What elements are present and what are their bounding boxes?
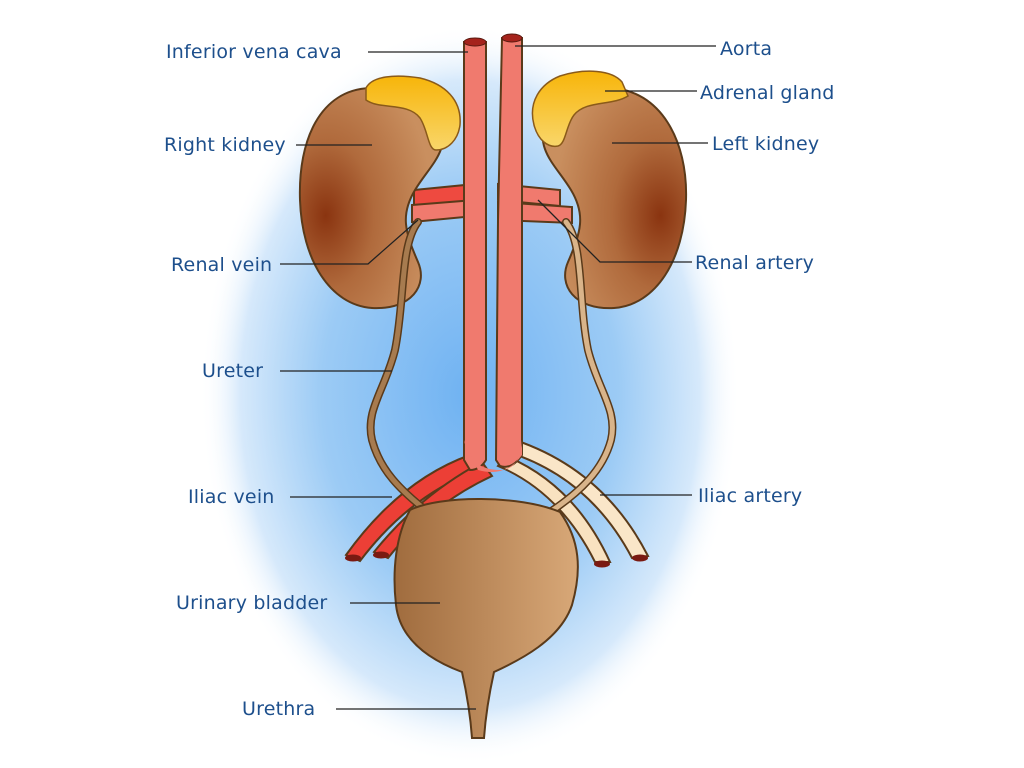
ureter-right-fill <box>368 219 431 515</box>
label-renal-artery: Renal artery <box>695 252 814 274</box>
urinary-bladder-shape <box>393 498 579 739</box>
labels: Inferior vena cava Aorta Adrenal gland R… <box>164 38 835 720</box>
left-adrenal-gland <box>531 70 629 148</box>
vessels <box>344 33 650 568</box>
iliac-vein-left-outer-opening <box>345 554 361 562</box>
inferior-vena-cava-vessel <box>463 41 487 472</box>
leader-renal-artery <box>537 199 692 263</box>
leader-renal-vein <box>280 219 419 265</box>
label-left-kidney: Left kidney <box>712 133 819 155</box>
aorta-vessel <box>494 37 523 468</box>
leader-lines <box>280 45 716 710</box>
label-inferior-vena-cava: Inferior vena cava <box>166 41 342 63</box>
iliac-artery-right-inner <box>496 454 612 563</box>
aorta-opening <box>501 33 523 43</box>
label-renal-vein: Renal vein <box>171 254 272 276</box>
ureter-left-fill <box>547 219 615 515</box>
iliac-artery-right-outer-opening <box>632 554 648 562</box>
inferior-vena-cava-opening <box>463 37 487 47</box>
label-ureter: Ureter <box>202 360 263 382</box>
ureters <box>366 218 617 516</box>
label-urinary-bladder: Urinary bladder <box>176 592 327 614</box>
bladder-group <box>393 498 579 739</box>
iliac-artery-right-inner-opening <box>594 560 610 568</box>
label-iliac-artery: Iliac artery <box>698 485 802 507</box>
label-iliac-vein: Iliac vein <box>188 486 275 508</box>
label-urethra: Urethra <box>242 698 315 720</box>
right-adrenal-gland <box>365 75 461 151</box>
iliac-vein-left-inner-opening <box>373 551 389 559</box>
label-right-kidney: Right kidney <box>164 134 286 156</box>
label-adrenal-gland: Adrenal gland <box>700 82 835 104</box>
label-aorta: Aorta <box>720 38 772 60</box>
